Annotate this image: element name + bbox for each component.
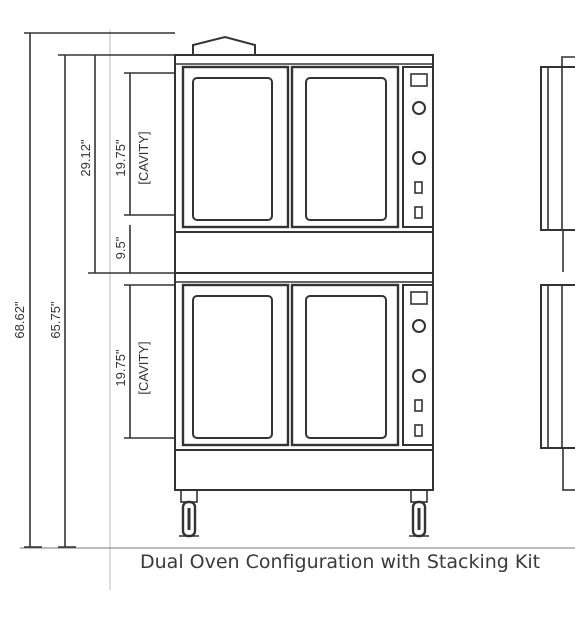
lower-control-panel — [402, 284, 434, 446]
lower-switch-2 — [414, 424, 423, 437]
label-upper-section: 29.12" — [78, 139, 93, 177]
top-vent — [192, 35, 256, 55]
side-view-oven — [540, 56, 575, 491]
upper-left-window — [192, 77, 273, 221]
dimension-upper-cavity — [124, 72, 175, 216]
label-lower-cavity: 19.75" — [113, 349, 128, 387]
label-lower-cavity-note: [CAVITY] — [136, 341, 151, 394]
label-gap: 9.5" — [113, 236, 128, 259]
lower-left-window — [192, 295, 273, 439]
base-frame — [174, 449, 434, 491]
label-height-to-top: 65.75" — [48, 301, 63, 339]
lower-indicator-lights — [410, 291, 428, 305]
right-caster — [409, 489, 429, 538]
lower-right-door — [290, 283, 400, 447]
lower-oven-body — [174, 272, 434, 451]
upper-switch-1 — [414, 181, 423, 194]
lower-knob-top — [412, 319, 426, 333]
label-overall-height: 68.62" — [12, 301, 27, 339]
left-caster — [179, 489, 199, 538]
upper-indicator-lights — [410, 73, 428, 87]
upper-right-window — [305, 77, 387, 221]
diagram-caption: Dual Oven Configuration with Stacking Ki… — [140, 551, 541, 573]
upper-knob-bottom — [412, 151, 426, 165]
dimension-overall-height — [24, 32, 175, 548]
upper-oven-body — [174, 54, 434, 233]
upper-knob-top — [412, 101, 426, 115]
upper-switch-2 — [414, 206, 423, 219]
label-upper-cavity: 19.75" — [113, 139, 128, 177]
stacking-kit — [174, 231, 434, 274]
dimension-height-to-top — [58, 54, 175, 548]
lower-knob-bottom — [412, 369, 426, 383]
lower-right-window — [305, 295, 387, 439]
dimension-upper-section — [88, 55, 175, 274]
label-upper-cavity-note: [CAVITY] — [136, 131, 151, 184]
upper-right-door — [290, 65, 400, 229]
upper-control-panel — [402, 66, 434, 228]
dimension-lower-cavity — [124, 284, 175, 439]
lower-switch-1 — [414, 399, 423, 412]
